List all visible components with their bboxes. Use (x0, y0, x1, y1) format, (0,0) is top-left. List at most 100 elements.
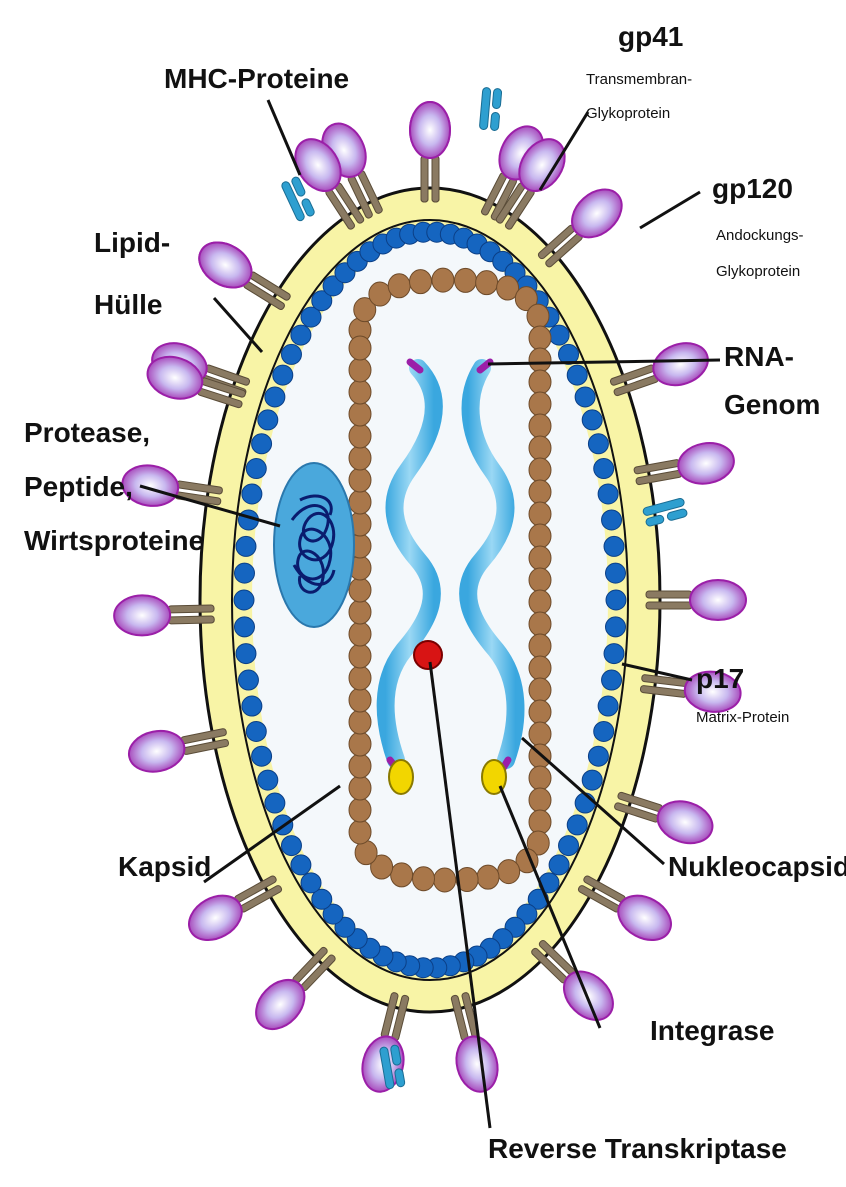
matrix-bead (567, 365, 587, 385)
capsid-bead (527, 304, 549, 328)
capsid-bead (529, 656, 551, 680)
gp41-stalk (432, 156, 439, 202)
matrix-bead (234, 590, 254, 610)
capsid-bead (349, 424, 371, 448)
capsid-bead (529, 722, 551, 746)
integrase-dot-left (389, 760, 413, 794)
protease-blob (274, 463, 354, 627)
capsid-bead (529, 348, 551, 372)
matrix-bead (291, 325, 311, 345)
capsid-bead (349, 490, 371, 514)
gp41-stalk (646, 602, 692, 609)
capsid-bead (349, 380, 371, 404)
capsid-bead (349, 688, 371, 712)
matrix-bead (281, 344, 301, 364)
capsid-bead (529, 810, 551, 834)
capsid-bead (529, 480, 551, 504)
matrix-bead (594, 721, 614, 741)
capsid-bead (349, 754, 371, 778)
matrix-bead (265, 793, 285, 813)
mhc-chain (490, 112, 500, 131)
capsid-bead (529, 590, 551, 614)
capsid-bead (529, 612, 551, 636)
matrix-bead (575, 387, 595, 407)
mhc-chain (394, 1068, 405, 1087)
capsid-bead (349, 468, 371, 492)
gp41-stalk (168, 605, 214, 613)
capsid-bead (529, 436, 551, 460)
capsid-bead (529, 634, 551, 658)
capsid-bead (529, 524, 551, 548)
matrix-bead (598, 696, 618, 716)
mhc-chain (479, 87, 491, 130)
label-gp41-sub2: Glykoprotein (586, 105, 670, 122)
protease-cluster (274, 463, 354, 627)
capsid-bead (454, 268, 476, 292)
label-gp120: gp120 (712, 173, 793, 204)
capsid-bead (349, 666, 371, 690)
label-nukleocapsid: Nukleocapsid (668, 851, 846, 882)
capsid-bead (349, 732, 371, 756)
label-gp41: gp41 (618, 21, 683, 52)
gp41-stalk (646, 591, 692, 598)
gp120-head (648, 336, 714, 392)
matrix-bead (606, 563, 626, 583)
matrix-bead (588, 434, 608, 454)
capsid-bead (529, 546, 551, 570)
matrix-bead (575, 793, 595, 813)
capsid-bead (529, 700, 551, 724)
matrix-bead (265, 387, 285, 407)
capsid-bead (432, 268, 454, 292)
matrix-bead (246, 459, 266, 479)
label-gp41-sub1: Transmembran- (586, 71, 692, 88)
matrix-bead (604, 644, 624, 664)
mhc-chain (666, 508, 687, 521)
capsid-bead (349, 776, 371, 800)
label-integrase: Integrase (650, 1015, 775, 1046)
capsid-bead (391, 863, 413, 887)
matrix-bead (291, 855, 311, 875)
matrix-bead (602, 670, 622, 690)
gp120-head (451, 1032, 503, 1096)
gp120-head (114, 595, 171, 636)
glycoprotein-spike (572, 865, 679, 949)
capsid-bead (349, 710, 371, 734)
label-protease-2: Peptide, (24, 471, 133, 502)
gp41-stalk (168, 616, 214, 624)
leader-lipid (214, 298, 262, 352)
mhc-chain (492, 88, 502, 109)
label-rna-2: Genom (724, 389, 820, 420)
label-protease-1: Protease, (24, 417, 150, 448)
matrix-bead (252, 434, 272, 454)
capsid-bead (529, 326, 551, 350)
matrix-bead (549, 325, 569, 345)
capsid-bead (349, 358, 371, 382)
label-p17: p17 (696, 663, 744, 694)
capsid-bead (529, 788, 551, 812)
matrix-bead (236, 536, 256, 556)
matrix-bead (602, 510, 622, 530)
leader-mhc (268, 100, 300, 175)
matrix-bead (234, 617, 254, 637)
glycoprotein-spike (191, 233, 297, 320)
capsid-bead (477, 865, 499, 889)
matrix-bead (567, 815, 587, 835)
gp120-head (554, 962, 622, 1030)
capsid-bead (369, 282, 391, 306)
matrix-bead (549, 855, 569, 875)
matrix-bead (606, 590, 626, 610)
matrix-bead (236, 644, 256, 664)
capsid-bead (434, 868, 456, 892)
matrix-bead (238, 670, 258, 690)
gp120-head (652, 795, 718, 850)
capsid-bead (349, 578, 371, 602)
matrix-bead (582, 410, 602, 430)
capsid-bead (529, 502, 551, 526)
reverse-transcriptase-dot (414, 641, 442, 669)
capsid-bead (498, 860, 520, 884)
matrix-bead (242, 484, 262, 504)
matrix-bead (258, 770, 278, 790)
capsid-bead (388, 274, 410, 298)
capsid-bead (349, 402, 371, 426)
